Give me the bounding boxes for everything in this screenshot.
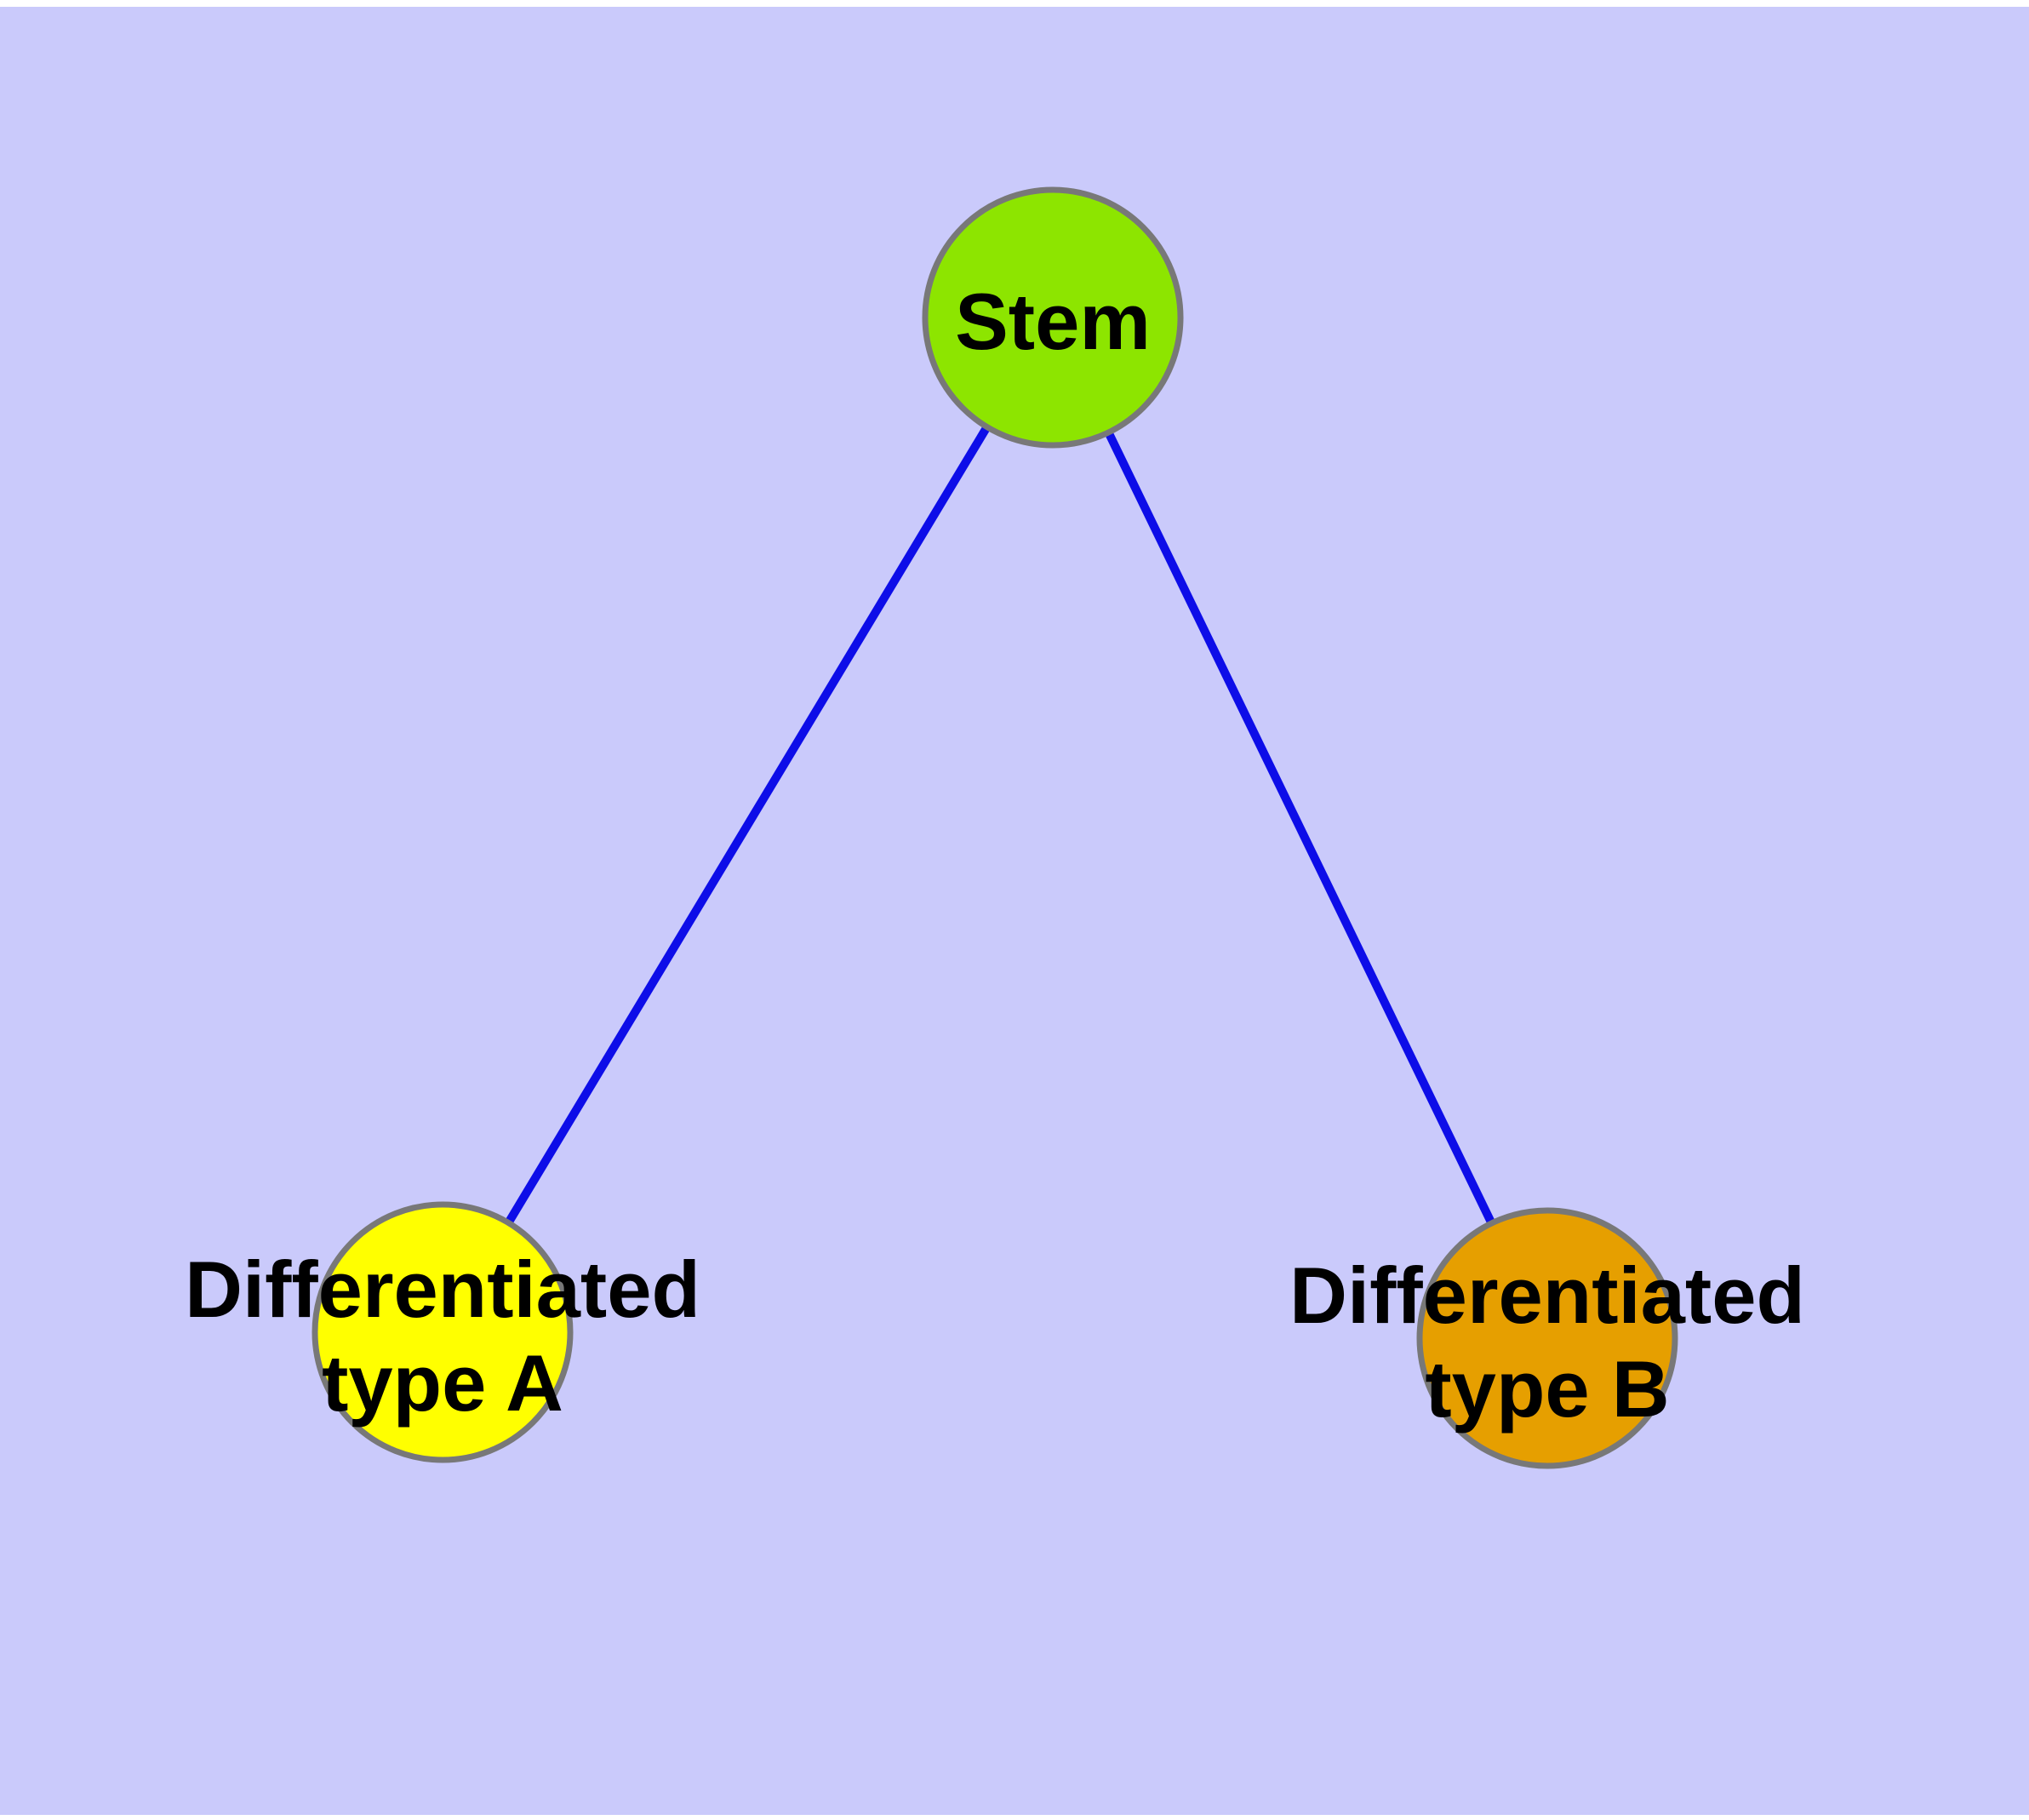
edges-layer: [438, 315, 1552, 1341]
node-diff-b-circle: [1416, 1207, 1678, 1469]
edge-stem-to-diff-a: [438, 315, 1057, 1335]
node-diff-b-label-line-2: type B: [1425, 1344, 1669, 1434]
node-diff-b-label-line-1: Differentiated: [1289, 1251, 1805, 1340]
node-diff-a-label-line-1: Differentiated: [185, 1245, 700, 1334]
nodes-layer: [311, 186, 1678, 1469]
node-stem-circle: [922, 186, 1184, 449]
node-diff-a-label-line-2: type A: [322, 1338, 563, 1428]
node-diff-a-circle: [311, 1201, 574, 1463]
node-stem-label-line-1: Stem: [955, 277, 1151, 366]
edge-stem-to-diff-b: [1049, 315, 1552, 1341]
